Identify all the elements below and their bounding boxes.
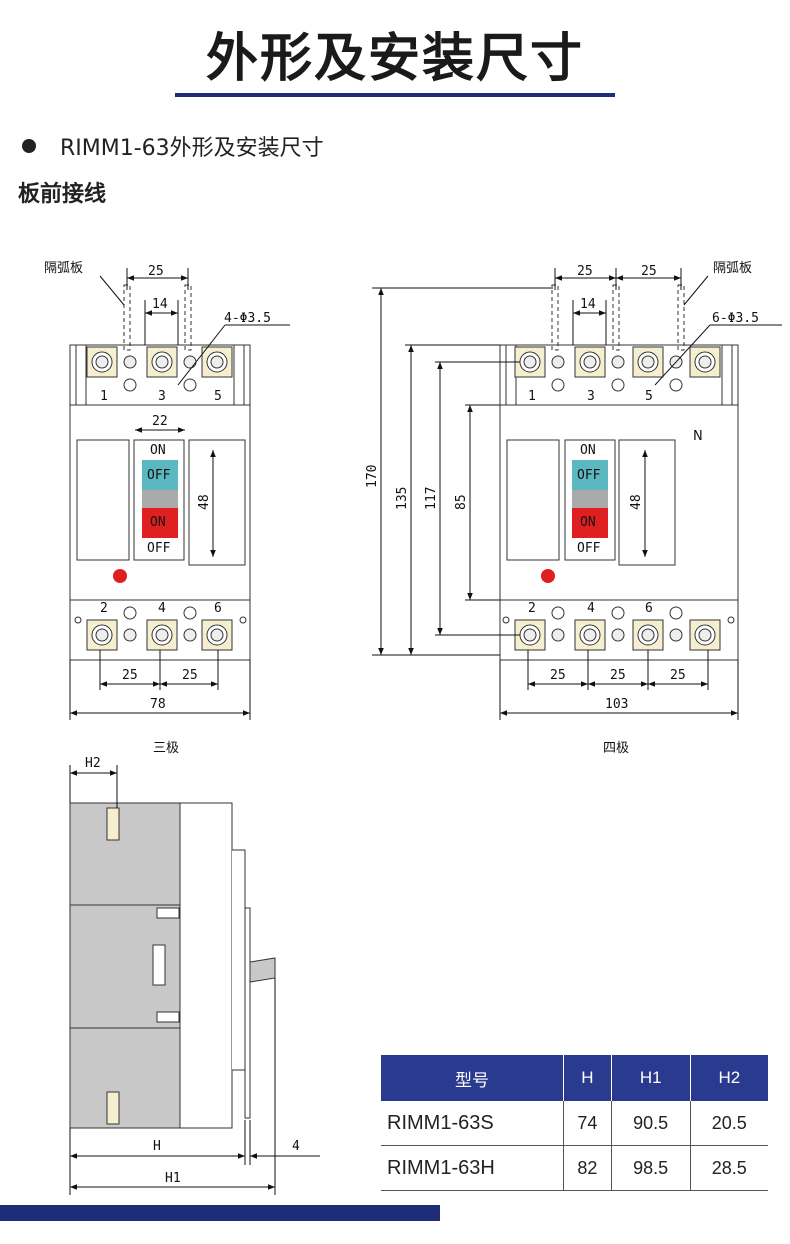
cell-h1: 98.5 [611,1145,691,1191]
cell-model: RIMM1-63S [381,1101,564,1146]
arc-barrier-label: 隔弧板 [44,261,83,276]
table-row: RIMM1-63S 74 90.5 20.5 [381,1101,768,1146]
dim-width-103: 103 [605,697,628,712]
dim-135: 135 [395,487,410,510]
cell-h: 82 [563,1145,612,1191]
trip-indicator-4p [541,569,555,583]
three-pole-front-view: 1 3 5 ON OFF ON OFF [44,261,290,756]
side-view: H2 H 4 H1 [69,756,320,1195]
dim4-25a: 25 [577,264,593,279]
hole-label-4p: 6-Φ3.5 [712,311,759,326]
switch4-off: OFF [577,468,601,483]
section-subheading: 板前接线 [18,182,107,207]
switch-on-top: ON [150,443,166,458]
switch-on: ON [150,515,166,530]
dim4-bottom-25b: 25 [610,668,626,683]
neutral-label: N [693,429,703,444]
col-model: 型号 [381,1055,564,1101]
cell-h1: 90.5 [611,1101,691,1146]
term-bottom-4: 4 [158,601,166,616]
term-bottom-6: 6 [214,601,222,616]
term-top-1: 1 [100,389,108,404]
dim4-bottom-25c: 25 [670,668,686,683]
term4-top-5: 5 [645,389,653,404]
dim-4: 4 [292,1139,300,1154]
bullet-dot-icon [22,139,36,153]
dim-170: 170 [365,465,380,488]
term-top-3: 3 [158,389,166,404]
term-top-5: 5 [214,389,222,404]
dim4-bottom-25a: 25 [550,668,566,683]
term-bottom-2: 2 [100,601,108,616]
dim-117: 117 [424,487,439,510]
term4-bottom-2: 2 [528,601,536,616]
switch-off-bottom: OFF [147,541,171,556]
dim-22: 22 [152,414,168,429]
four-pole-front-view: 1 3 5 N ON OFF ON OFF [365,261,782,756]
term4-bottom-6: 6 [645,601,653,616]
col-h: H [563,1055,612,1101]
page-title: 外形及安装尺寸 [205,29,584,89]
switch4-on-top: ON [580,443,596,458]
dim-h: H [153,1139,161,1154]
dim4-48: 48 [629,494,644,510]
three-pole-caption: 三极 [153,741,179,756]
section-title: RIMM1-63外形及安装尺寸 [60,136,324,161]
dim-bottom-25b: 25 [182,668,198,683]
cell-model: RIMM1-63H [381,1145,564,1191]
dim-h2: H2 [85,756,101,771]
switch4-off-bottom: OFF [577,541,601,556]
term4-top-1: 1 [528,389,536,404]
cell-h: 74 [563,1101,612,1146]
hole-label: 4-Φ3.5 [224,311,271,326]
col-h2: H2 [690,1055,768,1101]
table-row: RIMM1-63H 82 98.5 28.5 [381,1145,768,1191]
cell-h2: 28.5 [690,1145,768,1191]
dim4-25b: 25 [641,264,657,279]
cell-h2: 20.5 [690,1101,768,1146]
footer-bar [0,1205,440,1221]
trip-indicator [113,569,127,583]
dim-48: 48 [197,494,212,510]
dim-bottom-25a: 25 [122,668,138,683]
spec-table: 型号 H H1 H2 RIMM1-63S 74 90.5 20.5 RIMM1-… [381,1055,768,1191]
spec-table-header: 型号 H H1 H2 [381,1055,768,1101]
four-pole-caption: 四极 [603,741,629,756]
title-underline [175,93,615,97]
switch-off: OFF [147,468,171,483]
section-bullet: RIMM1-63外形及安装尺寸 [22,130,324,162]
dim-85: 85 [454,494,469,510]
dim4-14: 14 [580,297,596,312]
dim-h1: H1 [165,1171,181,1186]
term4-bottom-4: 4 [587,601,595,616]
term4-top-3: 3 [587,389,595,404]
switch4-on: ON [580,515,596,530]
dim-width-78: 78 [150,697,166,712]
dim-25-top: 25 [148,264,164,279]
dim-14: 14 [152,297,168,312]
arc-barrier-label-4p: 隔弧板 [713,261,752,276]
col-h1: H1 [611,1055,691,1101]
